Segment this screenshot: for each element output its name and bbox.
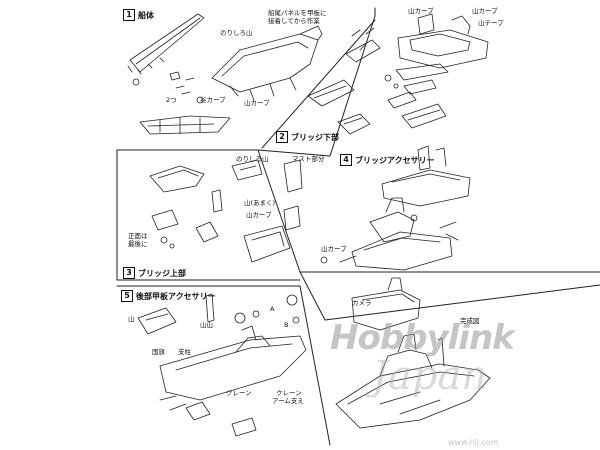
step-5-header: 5 後部甲板アクセサリー	[121, 290, 216, 302]
label-two: 2つ	[166, 96, 177, 104]
label-yama-curve: 山カーブ	[321, 245, 347, 253]
label-yama-ameku: 山(あまく)	[244, 199, 276, 207]
note-line-2: 接着してから作業	[268, 17, 320, 25]
hull-side-strip	[127, 13, 205, 75]
label-camera: カメラ	[352, 299, 372, 307]
note-line-1: 船尾パネルを甲板に	[268, 9, 327, 17]
label-norishiro: のりしろ山	[220, 29, 253, 37]
step-title: ブリッジアクセサリー	[355, 155, 435, 165]
finished-ship	[335, 333, 491, 429]
label-yama: 山山	[200, 321, 213, 329]
small-parts-s1	[132, 71, 204, 104]
label-crane: クレーン	[276, 389, 302, 397]
label-norishiro: のりしろ山	[236, 155, 269, 163]
label-arm-support: アーム支え	[272, 397, 304, 405]
label-mark-a: A	[270, 305, 275, 313]
label-yama: 山	[128, 315, 135, 323]
section-dividers	[116, 7, 600, 446]
step-number: 3	[123, 267, 135, 279]
label-crane: クレーン	[226, 389, 252, 397]
step-number: 2	[276, 131, 288, 143]
step-4-header: 4 ブリッジアクセサリー	[340, 154, 435, 166]
hull-bottom-panel	[139, 115, 231, 135]
label-completed: 完成図	[460, 317, 480, 325]
bridge-lower-parts	[307, 27, 447, 135]
label-support: 支柱	[178, 348, 191, 356]
label-front-note-1: 正面は	[128, 232, 148, 240]
bridge-accessory-parts	[320, 145, 471, 271]
step-number: 4	[340, 154, 352, 166]
step-number: 1	[123, 9, 135, 21]
label-mast: マスト部分	[292, 155, 325, 163]
label-front-note-2: 最後に	[128, 240, 148, 248]
step-title: ブリッジ上部	[138, 268, 186, 278]
label-yama-curve: 山カーブ	[244, 99, 270, 107]
label-yama-curve: 山カーブ	[408, 7, 434, 15]
label-mark-b: B	[284, 321, 289, 329]
label-yama-curve: 山カーブ	[246, 211, 272, 219]
label-tani-curve: 谷カーブ	[200, 96, 226, 104]
step-3-header: 3 ブリッジ上部	[123, 267, 186, 279]
watermark-brand: Hobbylink	[330, 318, 515, 358]
hull-deck-panel	[211, 25, 323, 101]
bridge-upper-parts	[149, 159, 303, 263]
watermark-japan: Japan	[372, 353, 488, 399]
step-1-header: 1 船体	[123, 9, 154, 21]
label-yama-curve: 山カーブ	[472, 7, 498, 15]
step-title: 後部甲板アクセサリー	[136, 291, 216, 301]
stern-assembly	[395, 13, 489, 95]
label-yama-tape: 山テープ	[478, 19, 504, 27]
label-flag: 国旗	[152, 348, 165, 356]
watermark-url: www.hlj.com	[448, 438, 499, 447]
rear-deck-parts	[137, 293, 307, 437]
camera-part	[351, 277, 421, 331]
step-number: 5	[121, 290, 133, 302]
step-2-header: 2 ブリッジ下部	[276, 131, 339, 143]
step-title: 船体	[138, 10, 154, 20]
step-title: ブリッジ下部	[291, 132, 339, 142]
